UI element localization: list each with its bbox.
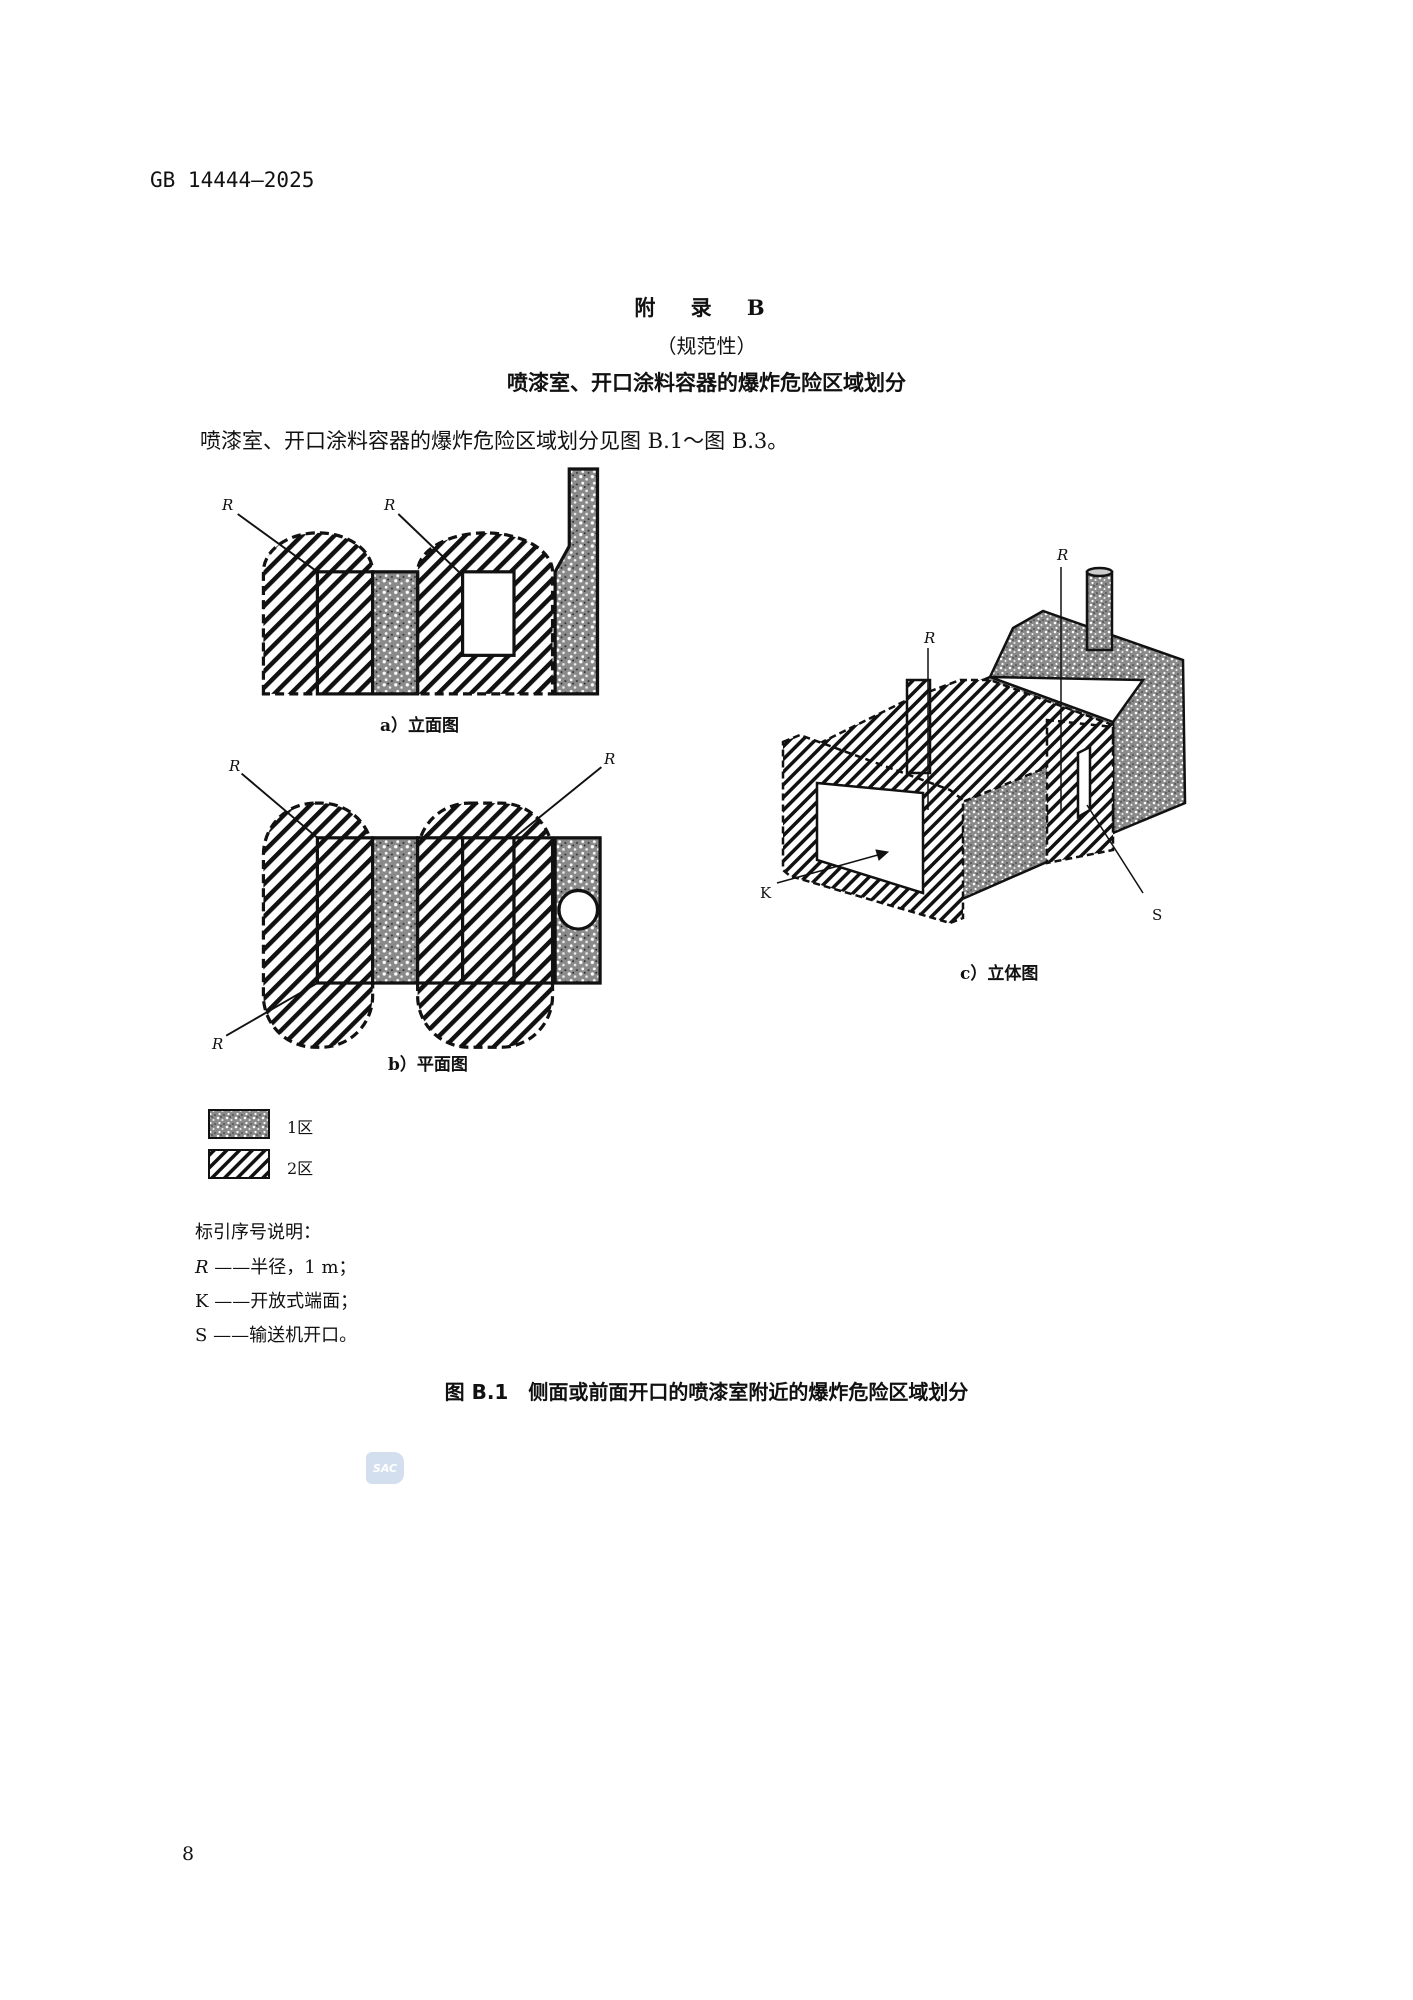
page-number: 8: [182, 1843, 195, 1865]
note-item: R ——半径，1 m；: [195, 1253, 357, 1279]
note-item: S ——输送机开口。: [195, 1321, 357, 1347]
appendix-nature: （规范性）: [656, 334, 757, 358]
callout-k: K: [760, 884, 772, 902]
subfigure-name: 立面图: [408, 716, 460, 736]
legend-label-zone1: 1区: [287, 1118, 314, 1137]
callout-r: R: [228, 757, 240, 775]
sac-watermark-logo: SAC: [366, 1452, 404, 1484]
appendix-title: 喷漆室、开口涂料容器的爆炸危险区域划分: [507, 370, 906, 395]
note-symbol: K: [195, 1291, 209, 1312]
subfigure-letter: a）: [380, 716, 409, 736]
subfigure-letter: c）: [960, 964, 988, 984]
legend-label-zone2: 2区: [287, 1159, 314, 1178]
appendix-heading: 附 录 B: [634, 295, 779, 320]
note-text: ——输送机开口。: [213, 1325, 358, 1346]
intro-paragraph: 喷漆室、开口涂料容器的爆炸危险区域划分见图 B.1～图 B.3。: [200, 429, 789, 453]
note-item: K ——开放式端面；: [195, 1287, 358, 1313]
subfigure-name: 平面图: [416, 1055, 468, 1075]
subfigure-letter: b）: [388, 1055, 417, 1075]
callout-r: R: [383, 496, 395, 514]
callout-r: R: [1056, 546, 1068, 564]
subfigure-c-label: c）立体图: [960, 959, 1038, 984]
note-symbol: S: [195, 1325, 208, 1346]
elevation-view: [237, 467, 600, 696]
plan-view: [225, 766, 602, 1049]
callout-r: R: [211, 1035, 223, 1053]
note-symbol: R: [195, 1257, 209, 1278]
legend-swatch-zone2: [208, 1149, 270, 1179]
figure-caption: 图 B.1 侧面或前面开口的喷漆室附近的爆炸危险区域划分: [444, 1380, 969, 1404]
callout-s: S: [1152, 906, 1162, 924]
subfigure-name: 立体图: [987, 964, 1039, 984]
isometric-view: [776, 566, 1187, 925]
note-text: ——开放式端面；: [214, 1291, 359, 1312]
subfigure-a-label: a）立面图: [380, 711, 459, 736]
note-text: ——半径，1 m；: [214, 1257, 357, 1278]
callout-r: R: [923, 629, 935, 647]
notes-title: 标引序号说明：: [195, 1222, 321, 1243]
subfigure-b-label: b）平面图: [388, 1050, 468, 1075]
legend-swatch-zone1: [208, 1109, 270, 1139]
standard-number-header: GB 14444—2025: [150, 168, 315, 192]
callout-r: R: [221, 496, 233, 514]
callout-r: R: [603, 750, 615, 768]
